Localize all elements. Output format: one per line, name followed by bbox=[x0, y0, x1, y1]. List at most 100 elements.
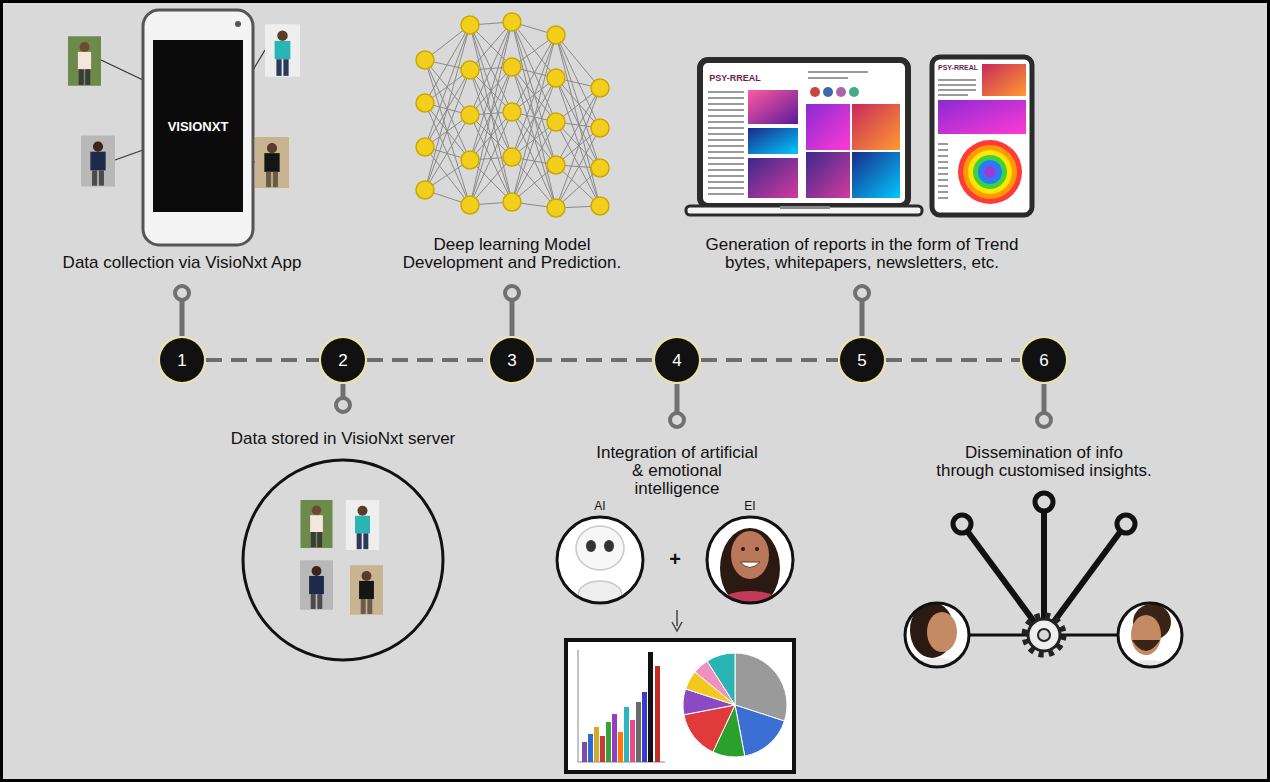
laptop-figure bbox=[836, 87, 846, 97]
ai-ei-figure bbox=[672, 622, 682, 631]
phone-figure bbox=[115, 150, 143, 160]
step-caption: Data collection via VisioNxt App bbox=[32, 254, 332, 272]
network-neuron bbox=[461, 61, 479, 79]
step-stem bbox=[175, 286, 189, 300]
phone-figure bbox=[68, 36, 101, 86]
laptop-figure bbox=[806, 104, 850, 150]
tablet-figure bbox=[932, 57, 1032, 215]
step-stem bbox=[336, 398, 350, 412]
person-face bbox=[718, 528, 782, 619]
timeline-connector bbox=[536, 358, 653, 362]
server-figure bbox=[243, 460, 443, 660]
network-neuron bbox=[416, 181, 434, 199]
network-link bbox=[470, 67, 512, 205]
person-face bbox=[731, 531, 769, 579]
network-link bbox=[470, 22, 512, 160]
network-neuron bbox=[416, 94, 434, 112]
step-number: 3 bbox=[507, 352, 516, 369]
phone-figure bbox=[81, 136, 115, 187]
chart-figure bbox=[612, 714, 617, 762]
tablet-figure bbox=[938, 100, 1026, 134]
phone-figure bbox=[253, 50, 265, 70]
network-neuron bbox=[591, 197, 609, 215]
laptop-figure bbox=[808, 72, 868, 78]
tablet-figure bbox=[984, 166, 996, 178]
phone-figure bbox=[265, 24, 300, 77]
tablet-figure bbox=[973, 155, 1007, 189]
server-figure bbox=[346, 500, 379, 550]
robot-face bbox=[586, 540, 596, 552]
step-stem bbox=[341, 384, 346, 398]
insights-figure bbox=[953, 515, 971, 533]
plus-sign: + bbox=[669, 548, 681, 570]
network-link bbox=[512, 78, 556, 202]
timeline-connector bbox=[206, 358, 319, 362]
pie-slice bbox=[707, 653, 735, 705]
step-stem bbox=[1042, 384, 1047, 413]
laptop-figure bbox=[852, 152, 900, 198]
step-stem bbox=[505, 286, 519, 300]
ai-ei-figure bbox=[676, 610, 678, 626]
person-face bbox=[910, 602, 963, 682]
server-figure bbox=[301, 500, 333, 548]
insights-figure bbox=[1118, 603, 1182, 667]
network-neuron bbox=[547, 156, 565, 174]
timeline-connector bbox=[367, 358, 488, 362]
ai-ei-figure bbox=[557, 517, 643, 603]
step-stem bbox=[860, 300, 865, 336]
laptop-figure bbox=[748, 128, 798, 154]
laptop-figure bbox=[810, 87, 820, 97]
step-circle: 1Data collection via VisioNxt App bbox=[160, 338, 204, 382]
tablet-figure bbox=[932, 57, 1032, 215]
network-neuron bbox=[416, 138, 434, 156]
robot-face bbox=[604, 540, 614, 552]
network-link bbox=[556, 88, 600, 208]
person-face bbox=[1131, 615, 1161, 655]
network-neuron bbox=[461, 16, 479, 34]
network-neuron bbox=[461, 151, 479, 169]
step-number: 1 bbox=[177, 352, 186, 369]
server-figure bbox=[300, 560, 333, 610]
chart-figure bbox=[636, 702, 641, 762]
tablet-figure bbox=[938, 144, 948, 198]
network-neuron bbox=[591, 119, 609, 137]
step-circle: 4Integration of artificial & emotional i… bbox=[655, 338, 699, 382]
network-neuron bbox=[503, 193, 521, 211]
robot-face bbox=[576, 526, 624, 570]
person-face bbox=[1124, 660, 1176, 684]
robot-face bbox=[578, 581, 622, 609]
app-logo: VISIONXT bbox=[168, 120, 229, 134]
step-stem bbox=[855, 286, 869, 300]
chart-figure bbox=[566, 640, 794, 772]
network-neuron bbox=[547, 113, 565, 131]
step-circle: 5Generation of reports in the form of Tr… bbox=[840, 338, 884, 382]
chart-figure bbox=[566, 640, 794, 772]
timeline-connector bbox=[701, 358, 838, 362]
laptop-figure bbox=[686, 206, 922, 215]
phone-figure bbox=[68, 10, 300, 245]
step-number: 4 bbox=[672, 352, 681, 369]
step-circle: 3Deep learning Model Development and Pre… bbox=[490, 338, 534, 382]
step-stem bbox=[675, 384, 680, 413]
server-figure bbox=[350, 565, 383, 615]
person-face bbox=[755, 547, 759, 551]
laptop-figure bbox=[852, 104, 900, 150]
laptop-figure bbox=[849, 87, 859, 97]
chart-figure bbox=[618, 732, 623, 762]
person-face bbox=[927, 612, 957, 652]
network-neuron bbox=[503, 148, 521, 166]
insights-figure bbox=[1118, 603, 1182, 667]
network-neuron bbox=[503, 13, 521, 31]
phone-figure bbox=[255, 137, 289, 188]
step-caption: Deep learning Model Development and Pred… bbox=[397, 236, 627, 272]
chart-figure bbox=[655, 666, 660, 762]
neural-network-figure bbox=[416, 13, 609, 217]
insights-figure bbox=[1028, 619, 1060, 651]
network-neuron bbox=[503, 58, 521, 76]
step-stem bbox=[180, 300, 185, 336]
laptop-figure bbox=[708, 92, 744, 194]
phone-figure bbox=[153, 40, 243, 212]
chart-figure bbox=[624, 707, 629, 762]
